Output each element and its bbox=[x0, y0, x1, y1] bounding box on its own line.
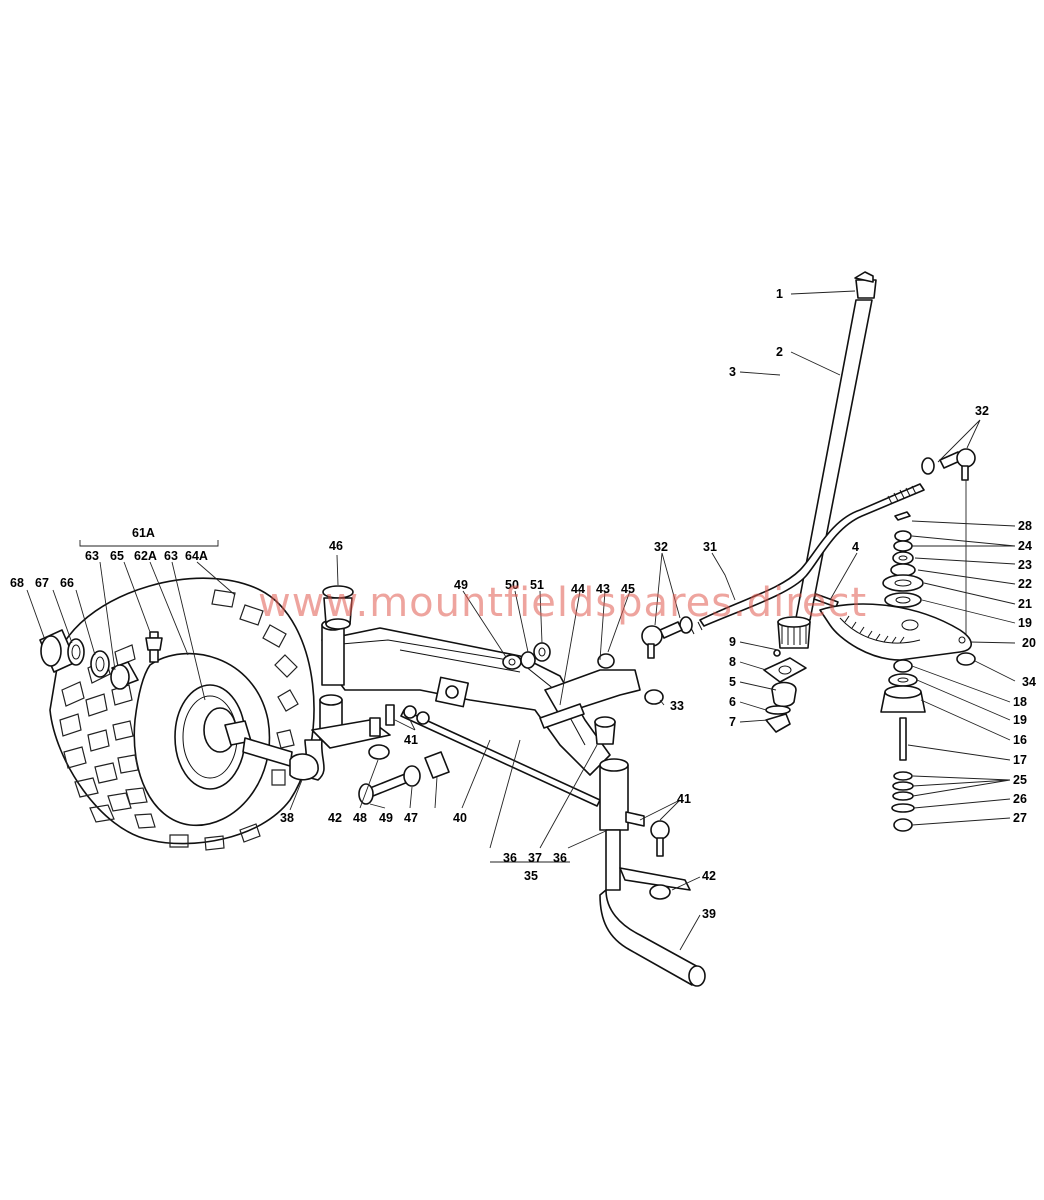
label-20: 20 bbox=[1022, 636, 1036, 650]
label-19-top: 19 bbox=[1018, 616, 1032, 630]
label-5: 5 bbox=[729, 675, 736, 689]
track-rod bbox=[400, 705, 601, 807]
label-18: 18 bbox=[1013, 695, 1027, 709]
label-62A: 62A bbox=[134, 549, 157, 563]
label-27: 27 bbox=[1013, 811, 1027, 825]
left-stub-axle bbox=[289, 694, 395, 781]
label-68: 68 bbox=[10, 576, 24, 590]
bolt-washer-spacer bbox=[358, 744, 450, 805]
label-47: 47 bbox=[404, 811, 418, 825]
label-23: 23 bbox=[1018, 558, 1032, 572]
bracket-43 bbox=[539, 653, 664, 745]
label-48: 48 bbox=[353, 811, 367, 825]
label-17: 17 bbox=[1013, 753, 1027, 767]
label-35: 35 bbox=[524, 869, 538, 883]
right-stub-axle bbox=[599, 758, 706, 987]
label-36-right: 36 bbox=[553, 851, 567, 865]
label-61A: 61A bbox=[132, 526, 155, 540]
label-16: 16 bbox=[1013, 733, 1027, 747]
label-38: 38 bbox=[280, 811, 294, 825]
label-51: 51 bbox=[530, 578, 544, 592]
label-66: 66 bbox=[60, 576, 74, 590]
label-37: 37 bbox=[528, 851, 542, 865]
wheel-bearing-parts bbox=[39, 629, 163, 690]
label-42-right: 42 bbox=[702, 869, 716, 883]
front-wheel bbox=[49, 577, 315, 851]
drag-link bbox=[641, 448, 976, 659]
watermark-text: www.mountfieldspares.direct bbox=[258, 580, 867, 626]
label-32-left: 32 bbox=[654, 540, 668, 554]
label-63-left: 63 bbox=[85, 549, 99, 563]
label-2: 2 bbox=[776, 345, 783, 359]
label-42-left: 42 bbox=[328, 811, 342, 825]
label-44: 44 bbox=[571, 582, 585, 596]
label-63-right: 63 bbox=[164, 549, 178, 563]
bushing-46 bbox=[322, 585, 354, 630]
label-1: 1 bbox=[776, 287, 783, 301]
label-31: 31 bbox=[703, 540, 717, 554]
label-3: 3 bbox=[729, 365, 736, 379]
label-40: 40 bbox=[453, 811, 467, 825]
label-64A: 64A bbox=[185, 549, 208, 563]
label-4: 4 bbox=[852, 540, 859, 554]
label-41-left: 41 bbox=[404, 733, 418, 747]
label-19-bottom: 19 bbox=[1013, 713, 1027, 727]
label-32-right: 32 bbox=[975, 404, 989, 418]
pivot-stack bbox=[880, 511, 976, 832]
label-43: 43 bbox=[596, 582, 610, 596]
leader-lines bbox=[26, 290, 1016, 951]
label-41-right: 41 bbox=[677, 792, 691, 806]
label-49-top: 49 bbox=[454, 578, 468, 592]
label-8: 8 bbox=[729, 655, 736, 669]
label-33: 33 bbox=[670, 699, 684, 713]
label-22: 22 bbox=[1018, 577, 1032, 591]
label-45: 45 bbox=[621, 582, 635, 596]
label-28: 28 bbox=[1018, 519, 1032, 533]
label-25: 25 bbox=[1013, 773, 1027, 787]
label-26: 26 bbox=[1013, 792, 1027, 806]
label-24: 24 bbox=[1018, 539, 1032, 553]
label-50: 50 bbox=[505, 578, 519, 592]
label-9: 9 bbox=[729, 635, 736, 649]
label-46: 46 bbox=[329, 539, 343, 553]
label-7: 7 bbox=[729, 715, 736, 729]
label-67: 67 bbox=[35, 576, 49, 590]
label-49-bottom: 49 bbox=[379, 811, 393, 825]
label-34: 34 bbox=[1022, 675, 1036, 689]
label-36-left: 36 bbox=[503, 851, 517, 865]
label-6: 6 bbox=[729, 695, 736, 709]
steering-column bbox=[763, 271, 877, 733]
label-65: 65 bbox=[110, 549, 124, 563]
label-39: 39 bbox=[702, 907, 716, 921]
label-21: 21 bbox=[1018, 597, 1032, 611]
part-labels: 1 2 32 28 24 23 22 21 19 20 34 18 19 16 … bbox=[10, 287, 1036, 921]
